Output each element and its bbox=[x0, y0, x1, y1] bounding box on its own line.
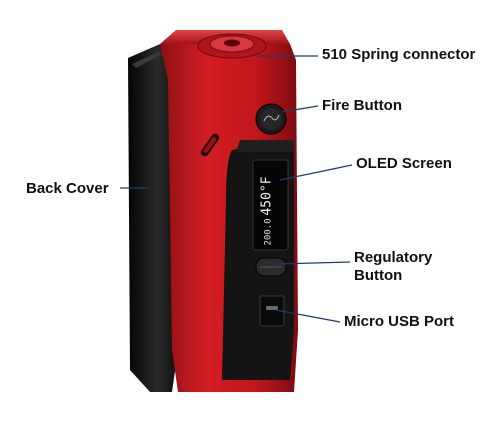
micro-usb-port bbox=[259, 295, 285, 327]
label-spring-connector: 510 Spring connector bbox=[322, 46, 476, 63]
fire-button bbox=[255, 103, 287, 135]
back-cover bbox=[128, 44, 178, 392]
screen-sub-reading: 200.0 bbox=[264, 218, 274, 245]
label-oled-screen: OLED Screen bbox=[356, 155, 452, 172]
label-fire-button: Fire Button bbox=[322, 97, 402, 114]
leader-regulatory-button bbox=[277, 261, 351, 265]
label-regulatory-line2: Button bbox=[354, 267, 403, 284]
leader-fire-button bbox=[281, 105, 319, 113]
label-regulatory-button: Regulatory Button bbox=[354, 249, 432, 285]
leader-micro-usb bbox=[275, 309, 341, 323]
label-regulatory-line1: Regulatory bbox=[354, 249, 433, 266]
oled-screen: 450°F 200.0 bbox=[252, 159, 289, 251]
label-micro-usb-port: Micro USB Port bbox=[344, 313, 455, 330]
regulatory-button bbox=[255, 257, 287, 277]
leader-oled-screen bbox=[279, 164, 353, 181]
leader-lines bbox=[120, 55, 353, 323]
label-back-cover: Back Cover bbox=[26, 180, 109, 197]
screen-main-reading: 450°F bbox=[260, 176, 275, 215]
